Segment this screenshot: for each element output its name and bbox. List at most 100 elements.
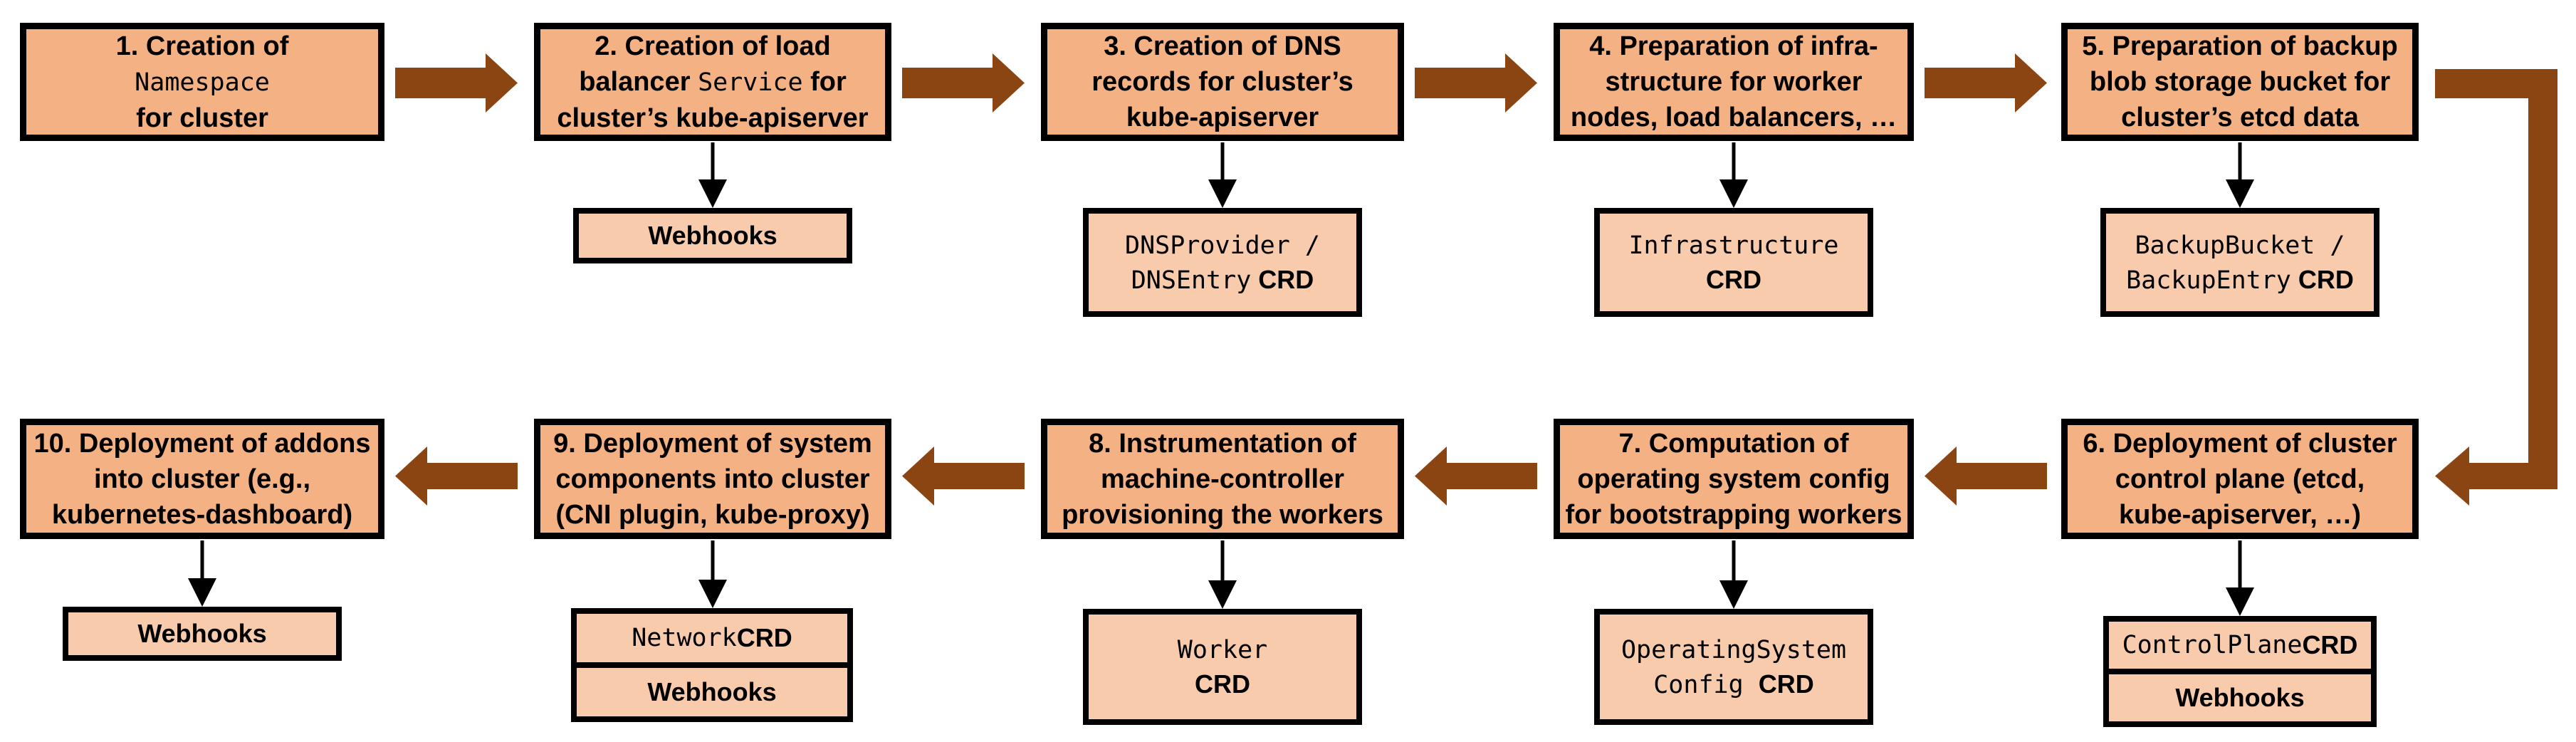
text-segment: CRD [2302,630,2358,659]
text-line: structure for worker [1605,64,1862,100]
step9-network-crd-row: Network CRD [577,614,847,668]
text-line: Webhooks [137,617,266,651]
text-line: nodes, load balancers, … [1571,100,1897,135]
flow-arrow-step4-to-step5-icon [1925,53,2047,113]
text-line: blob storage bucket for [2090,64,2390,100]
text-segment: structure for worker [1605,67,1863,97]
text-segment: Infrastructure [1628,231,1839,260]
text-line: DNSEntry CRD [1131,263,1314,298]
text-line: 5. Preparation of backup [2082,28,2397,64]
text-segment: for [802,66,847,97]
step2-webhooks-box: Webhooks [573,208,852,263]
text-segment: records for cluster’s [1091,67,1354,97]
step5-backup-crd-box: BackupBucket /BackupEntry CRD [2100,208,2379,317]
connector-step10-webhooks-line [200,540,204,578]
step-10-box: 10. Deployment of addons into cluster (e.… [20,419,384,539]
text-line: DNSProvider / [1125,228,1320,263]
step6-controlplane-crd-row: ControlPlane CRD [2109,622,2371,674]
text-line: records for cluster’s [1091,64,1353,100]
text-segment: cluster’s kube-apiserver [557,103,869,133]
step9-artifact-stack: Network CRD Webhooks [571,608,853,722]
text-segment: into cluster (e.g., [93,464,311,494]
step-7-box: 7. Computation of operating system config… [1554,419,1914,539]
text-segment: 10. Deployment of addons [33,428,371,459]
text-segment: 7. Computation of [1618,428,1849,459]
text-segment: balancer [579,66,698,97]
text-segment: Worker [1177,636,1268,664]
connector-step9-crd-arrowhead-icon [698,580,727,608]
text-line: (CNI plugin, kube-proxy) [555,497,869,533]
text-line: CRD [1195,667,1250,701]
text-segment: BackupBucket / [2135,231,2345,260]
step10-webhooks-box: Webhooks [63,607,342,661]
text-segment: DNSEntry [1131,266,1252,295]
connector-step9-crd-line [711,540,715,580]
text-segment: for cluster [136,103,268,133]
flow-arrow-step3-to-step4-icon [1415,53,1537,113]
step-3-box: 3. Creation of DNS records for cluster’s k… [1041,23,1404,141]
flow-arrow-step7-to-step8-icon [1415,446,1537,506]
text-line: for bootstrapping workers [1566,497,1902,533]
flow-arrow-step8-to-step9-icon [902,446,1025,506]
text-segment: CRD [1758,669,1814,699]
text-line: BackupBucket / [2135,228,2345,263]
text-segment: CRD [1195,669,1250,699]
text-segment: operating system config [1577,464,1890,494]
text-segment: CRD [1706,265,1761,294]
text-segment: Network [632,624,737,652]
text-segment: Webhooks [648,221,777,250]
flow-arrow-step6-to-step7-icon [1925,446,2047,506]
text-segment: components into cluster [555,464,870,494]
text-line: balancer Service for [579,64,847,100]
text-segment: blob storage bucket for [2089,67,2391,97]
connector-step2-webhooks-arrowhead-icon [698,179,727,208]
text-segment: 1. Creation of [115,31,289,61]
text-line: 3. Creation of DNS [1104,28,1341,64]
text-line: components into cluster [555,461,869,497]
text-line: OperatingSystem [1621,632,1846,667]
text-line: Worker [1178,632,1267,667]
text-line: control plane (etcd, [2115,461,2365,497]
text-segment: 2. Creation of load [595,31,831,61]
text-segment: nodes, load balancers, … [1570,103,1897,132]
connector-step7-crd-arrowhead-icon [1719,580,1748,609]
text-line: CRD [1706,263,1761,297]
text-line: cluster’s etcd data [2121,100,2359,135]
text-segment: CRD [736,623,792,652]
text-line: into cluster (e.g., [94,461,310,497]
text-segment: CRD [1251,264,1314,294]
step6-webhooks-row: Webhooks [2109,674,2371,721]
text-segment: Webhooks [647,677,777,706]
text-segment: kubernetes-dashboard) [51,499,353,530]
text-line: Infrastructure [1628,228,1838,263]
text-line: 6. Deployment of cluster [2083,426,2397,461]
connector-step5-crd-line [2238,142,2242,182]
connector-step3-crd-line [1220,142,1225,182]
text-segment: 4. Preparation of infra- [1589,31,1878,61]
text-segment: BackupEntry [2126,266,2291,295]
text-segment: Webhooks [137,619,267,648]
connector-step4-crd-arrowhead-icon [1719,179,1748,208]
text-segment: 3. Creation of DNS [1104,31,1341,61]
text-segment: Config [1653,670,1759,699]
connector-step10-webhooks-arrowhead-icon [188,578,216,607]
text-line: 2. Creation of load [595,28,830,64]
text-line: Webhooks [648,219,777,253]
connector-step5-crd-arrowhead-icon [2226,179,2254,208]
text-segment: (CNI plugin, kube-proxy) [555,499,870,530]
text-segment: 8. Instrumentation of [1089,428,1356,459]
text-line: Config CRD [1653,667,1814,702]
text-segment: Webhooks [2175,683,2305,712]
text-segment: ControlPlane [2122,631,2303,659]
text-segment: kube-apiserver [1126,103,1319,132]
text-line: 1. Creation of [116,28,289,64]
flow-arrow-step5-to-step6-icon [2435,69,2557,506]
connector-step8-crd-arrowhead-icon [1208,580,1237,609]
